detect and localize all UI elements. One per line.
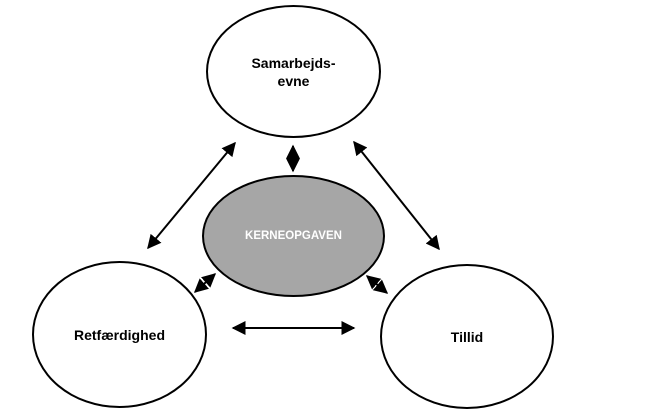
arrow-center-left-arrow: [193, 273, 217, 293]
node-samarbejdsevne: Samarbejds- evne: [206, 5, 381, 138]
node-retfaerdighed-label: Retfærdighed: [74, 326, 165, 343]
node-samarbejdsevne-label: Samarbejds- evne: [251, 54, 336, 89]
arrow-top-right-arrow: [353, 140, 440, 251]
arrow-top-left-arrow: [147, 141, 236, 250]
node-kerneopgaven-label: KERNEOPGAVEN: [245, 230, 342, 242]
arrow-center-right-arrow: [365, 275, 389, 294]
node-kerneopgaven: KERNEOPGAVEN: [202, 175, 385, 297]
node-tillid: Tillid: [380, 264, 554, 409]
node-retfaerdighed: Retfærdighed: [32, 261, 207, 408]
node-tillid-label: Tillid: [450, 328, 484, 345]
